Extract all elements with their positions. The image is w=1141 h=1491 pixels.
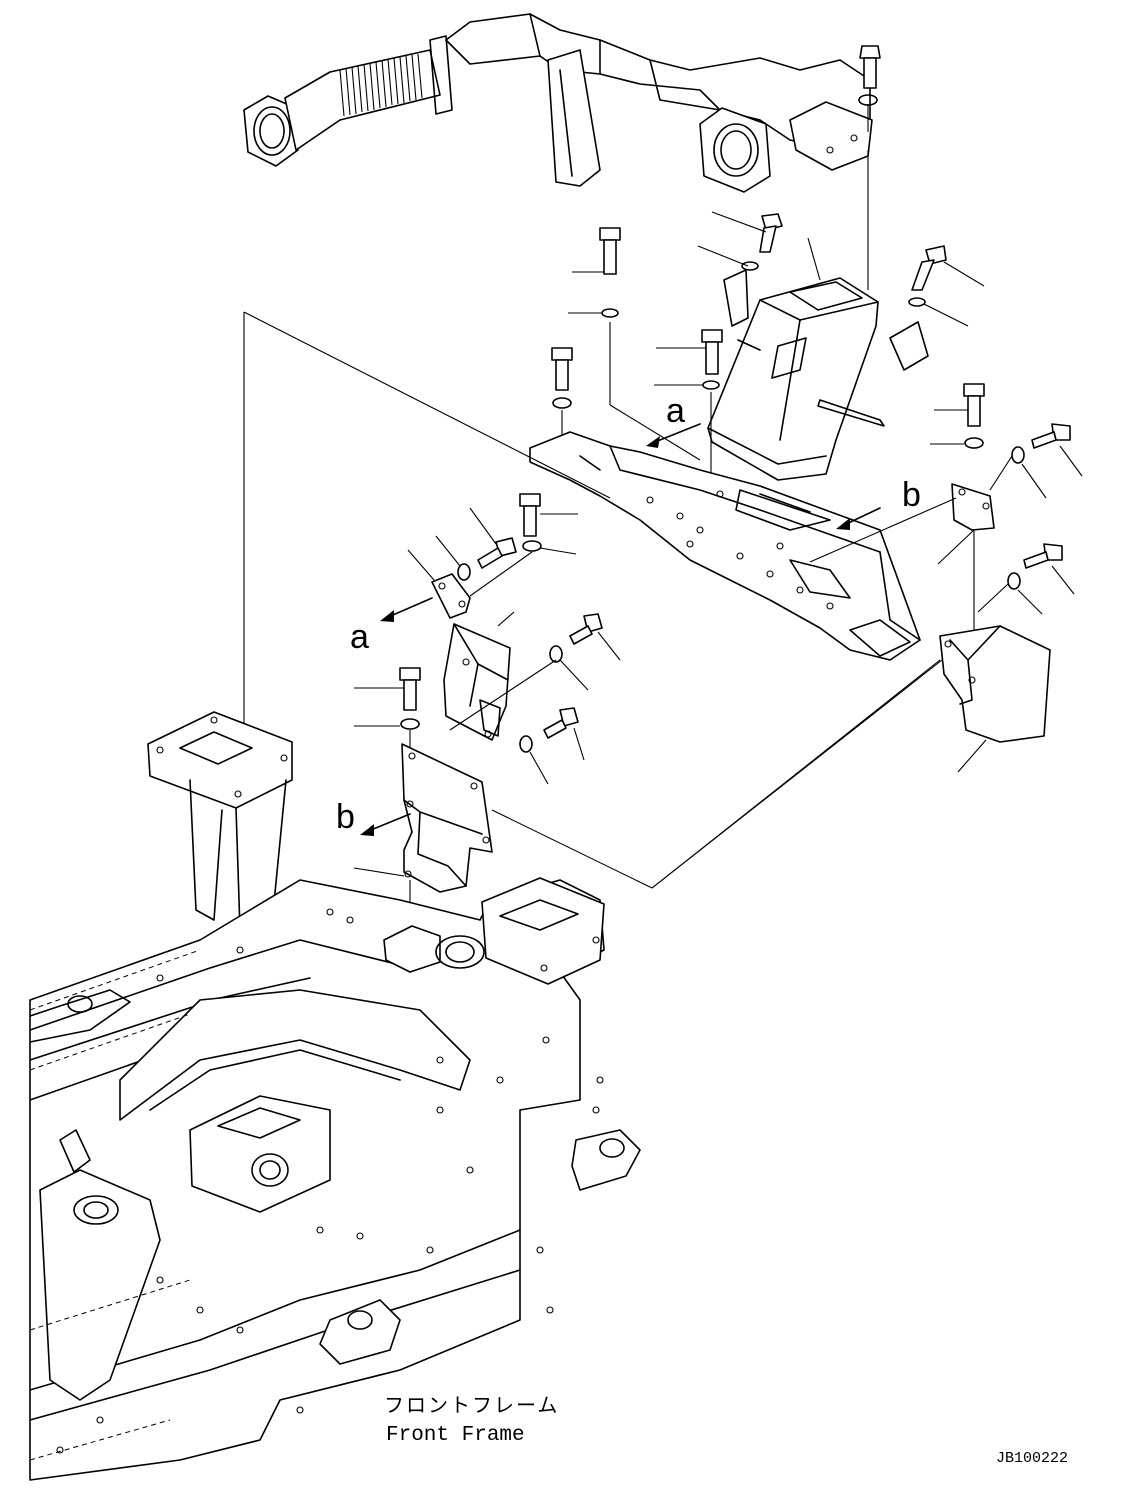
right-bracket [651, 423, 1083, 889]
left-fasteners [435, 493, 578, 597]
heat-shield-lower [353, 743, 493, 930]
ref-label-a-top: a [666, 392, 685, 430]
frame-label-japanese: フロントフレーム [384, 1393, 559, 1417]
duct-fasteners [551, 211, 985, 500]
leader-lines [243, 311, 941, 889]
air-duct [707, 269, 929, 481]
ref-label-b-top: b [902, 476, 921, 514]
drawing-id: JB100222 [996, 1450, 1068, 1467]
front-frame [29, 711, 641, 1481]
ref-label-a-left: a [350, 618, 369, 656]
bracket-a [407, 549, 471, 619]
ref-label-b-left: b [336, 798, 355, 836]
exhaust-pipe-assembly [243, 13, 873, 193]
frame-label-english: Front Frame [386, 1424, 525, 1447]
lower-left-fasteners [354, 667, 421, 748]
reference-arrows [360, 423, 881, 836]
center-right-fasteners [449, 613, 621, 785]
bolt-icon [858, 45, 881, 290]
mounting-beam [529, 431, 921, 661]
heat-shield-center [443, 611, 515, 741]
